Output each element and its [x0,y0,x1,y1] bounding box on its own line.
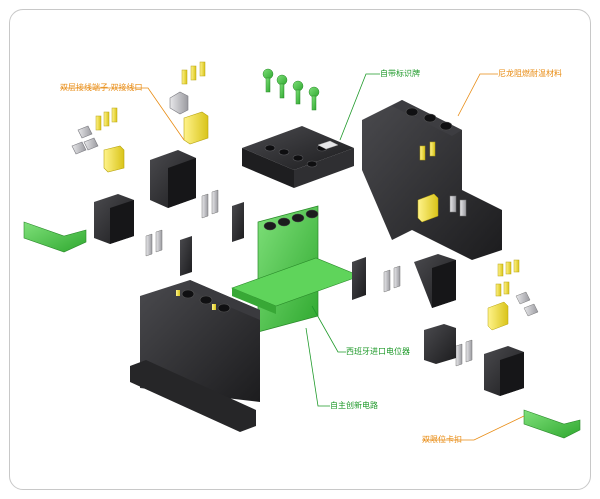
green-clip-right [523,409,581,439]
metal-clips-right [455,291,539,367]
green-clip-left [23,221,87,253]
label-own-circuit: 自主创新电路 [330,401,378,410]
yellow-parts-right [487,259,520,331]
housing-top-right [362,100,502,260]
metal-pins-mid [145,189,219,257]
label-self-marking: 自带标识牌 [380,69,420,78]
top-cover-with-holes [242,126,354,188]
metal-clip-group-left [71,91,189,155]
label-nylon-material: 尼龙阻燃耐温材料 [498,69,562,78]
dark-brackets-center [180,202,244,276]
yellow-terminal-blocks-left [103,111,209,173]
terminal-module-lower-right [424,324,524,396]
green-circuit-board [231,205,361,333]
terminal-module-right-mid [352,254,456,308]
label-plate [317,140,339,150]
terminal-module-mid-left [94,194,134,244]
green-screws-top [262,68,320,111]
label-spanish-pot: 西班牙进口电位器 [346,347,410,356]
label-dual-clip: 双限位卡扣 [422,435,462,444]
callout-lines [60,73,525,441]
yellow-screw-group-top-left [95,61,206,131]
main-lower-housing [130,280,260,432]
terminal-module-upper-left [150,150,196,208]
label-double-terminal: 双层接线端子,双接线口 [60,83,143,92]
